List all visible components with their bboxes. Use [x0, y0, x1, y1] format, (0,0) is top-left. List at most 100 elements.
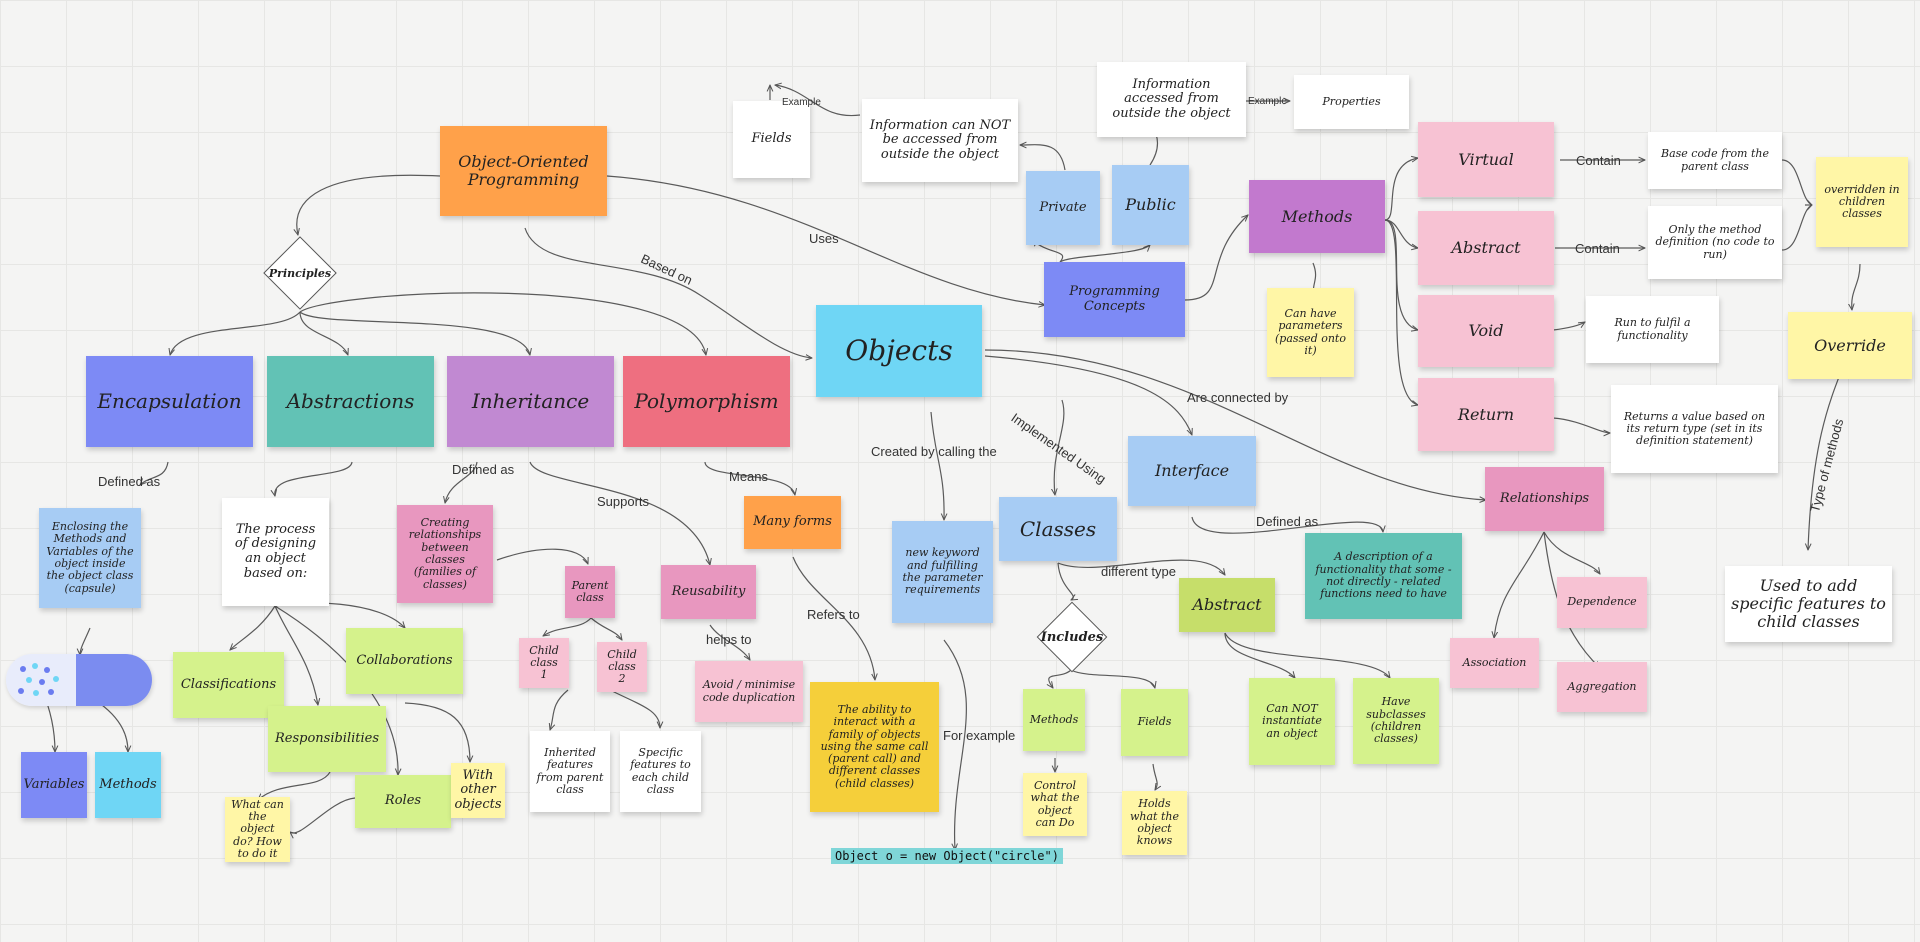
- used-to-add-note[interactable]: Used to add specific features to child c…: [1725, 566, 1892, 642]
- connector-private-info: [1020, 145, 1066, 171]
- association-note[interactable]: Association: [1450, 638, 1539, 688]
- connector-fields-holds: [1152, 763, 1157, 790]
- connector-methods-void: [1384, 219, 1418, 330]
- methods-main-note[interactable]: Methods: [1249, 180, 1385, 253]
- base-code-note[interactable]: Base code from the parent class: [1648, 132, 1782, 189]
- connector-includes-methods: [1049, 669, 1072, 688]
- connector-oop-objects: [524, 227, 812, 358]
- inherited-features-note[interactable]: Inherited features from parent class: [530, 731, 610, 812]
- collaborations-note[interactable]: Collaborations: [346, 628, 463, 694]
- refers-to-label: Refers to: [807, 607, 860, 622]
- responsibilities-note[interactable]: Responsibilities: [268, 706, 386, 772]
- new-keyword-note[interactable]: new keyword and fulfilling the parameter…: [892, 521, 993, 623]
- connector-void-run: [1552, 322, 1585, 331]
- roles-note[interactable]: Roles: [355, 775, 451, 828]
- many-forms-note[interactable]: Many forms: [744, 496, 841, 549]
- methods-green-note[interactable]: Methods: [1023, 689, 1085, 751]
- connector-includes-fields: [1070, 669, 1155, 688]
- child-class-1-note[interactable]: Child class 1: [519, 638, 569, 688]
- capsule-illustration: [6, 654, 152, 706]
- connector-resp-what: [258, 771, 331, 800]
- based-on-label: Based on: [638, 251, 695, 288]
- abstractions-note[interactable]: Abstractions: [267, 356, 434, 447]
- specific-features-note[interactable]: Specific features to each child class: [620, 731, 701, 812]
- only-definition-note[interactable]: Only the method definition (no code to r…: [1648, 206, 1782, 279]
- are-connected-by-label: Are connected by: [1187, 390, 1289, 405]
- abstract-green-note[interactable]: Abstract: [1179, 578, 1275, 632]
- example-label-1: Example: [782, 97, 821, 108]
- oop-note[interactable]: Object-Oriented Programming: [440, 126, 607, 216]
- interface-note[interactable]: Interface: [1128, 436, 1256, 506]
- connector-return-returns: [1552, 417, 1610, 433]
- implemented-using-label: Implemented Using: [1008, 410, 1109, 487]
- child-class-2-note[interactable]: Child class 2: [597, 642, 647, 692]
- programming-concepts-note[interactable]: Programming Concepts: [1044, 262, 1185, 337]
- connector-only-overridden: [1781, 205, 1812, 251]
- run-to-fulfil-note[interactable]: Run to fulfil a functionality: [1586, 296, 1719, 363]
- virtual-note[interactable]: Virtual: [1418, 122, 1554, 197]
- connector-rel-association: [1494, 531, 1545, 638]
- designing-note[interactable]: The process of designing an object based…: [222, 498, 329, 606]
- creating-relationships-note[interactable]: Creating relationships between classes (…: [397, 505, 493, 603]
- for-example-label: For example: [943, 728, 1016, 743]
- aggregation-note[interactable]: Aggregation: [1557, 662, 1647, 712]
- cannot-instantiate-note[interactable]: Can NOT instantiate an object: [1249, 678, 1335, 765]
- description-functionality-note[interactable]: A description of a functionality that so…: [1305, 533, 1462, 619]
- abstract-pink-note[interactable]: Abstract: [1418, 211, 1554, 285]
- connector-inh-reus: [529, 461, 710, 565]
- public-note[interactable]: Public: [1112, 165, 1189, 245]
- holds-what-note[interactable]: Holds what the object knows: [1122, 791, 1187, 855]
- connector-programming-public: [1059, 245, 1150, 263]
- control-what-note[interactable]: Control what the object can Do: [1023, 773, 1087, 836]
- override-note[interactable]: Override: [1788, 312, 1912, 379]
- with-other-objects-note[interactable]: With other objects: [451, 763, 505, 818]
- classes-note[interactable]: Classes: [999, 497, 1117, 561]
- relationships-note[interactable]: Relationships: [1485, 467, 1604, 531]
- ability-interact-note[interactable]: The ability to interact with a family of…: [810, 682, 939, 812]
- connector-creating-parent: [496, 548, 588, 564]
- fields-green-note[interactable]: Fields: [1121, 689, 1188, 756]
- void-note[interactable]: Void: [1418, 295, 1554, 367]
- avoid-duplication-note[interactable]: Avoid / minimise code duplication: [695, 661, 803, 722]
- overridden-note[interactable]: overridden in children classes: [1816, 157, 1908, 247]
- enclosing-note[interactable]: Enclosing the Methods and Variables of t…: [39, 508, 141, 608]
- code-snippet: Object o = new Object("circle"): [831, 848, 1063, 864]
- objects-note[interactable]: Objects: [816, 305, 982, 397]
- classifications-note[interactable]: Classifications: [173, 652, 284, 718]
- inheritance-note[interactable]: Inheritance: [447, 356, 614, 447]
- properties-note[interactable]: Properties: [1294, 75, 1409, 129]
- connector-principles-polymorphism: [299, 292, 706, 355]
- variables-note[interactable]: Variables: [21, 752, 87, 818]
- polymorphism-note[interactable]: Polymorphism: [623, 356, 790, 447]
- connector-methods-virtual: [1384, 158, 1418, 221]
- methods-small-note[interactable]: Methods: [95, 752, 161, 818]
- dependence-note[interactable]: Dependence: [1557, 577, 1647, 628]
- parent-class-note[interactable]: Parent class: [565, 566, 615, 618]
- different-type-label: different type: [1101, 564, 1176, 579]
- what-can-do-note[interactable]: What can the object do? How to do it: [225, 797, 290, 862]
- fields-white-note[interactable]: Fields: [733, 101, 810, 178]
- connector-parent-children: [543, 617, 592, 636]
- connector-capsule-methods: [94, 699, 128, 752]
- info-accessed-note[interactable]: Information accessed from outside the ob…: [1097, 62, 1246, 137]
- connector-design-class: [230, 605, 276, 650]
- returns-value-note[interactable]: Returns a value based on its return type…: [1611, 385, 1778, 473]
- defined-as-label-3: Defined as: [1256, 514, 1319, 529]
- defined-as-label-1: Defined as: [98, 474, 161, 489]
- private-note[interactable]: Private: [1026, 171, 1100, 245]
- reusability-note[interactable]: Reusability: [661, 565, 756, 619]
- created-by-label: Created by calling the: [871, 444, 997, 459]
- means-label: Means: [729, 469, 769, 484]
- supports-label: Supports: [597, 494, 650, 509]
- connector-principles-inheritance: [299, 311, 530, 355]
- connector-abs-design: [275, 461, 353, 496]
- uses-label: Uses: [809, 231, 839, 246]
- can-have-parameters-note[interactable]: Can have parameters (passed onto it): [1267, 288, 1354, 377]
- info-not-accessed-note[interactable]: Information can NOT be accessed from out…: [862, 99, 1018, 182]
- return-note[interactable]: Return: [1418, 378, 1554, 451]
- have-subclasses-note[interactable]: Have subclasses (children classes): [1353, 678, 1439, 764]
- connector-classes-includes: [1057, 562, 1073, 600]
- encapsulation-note[interactable]: Encapsulation: [86, 356, 253, 447]
- connector-methods-return: [1384, 219, 1418, 405]
